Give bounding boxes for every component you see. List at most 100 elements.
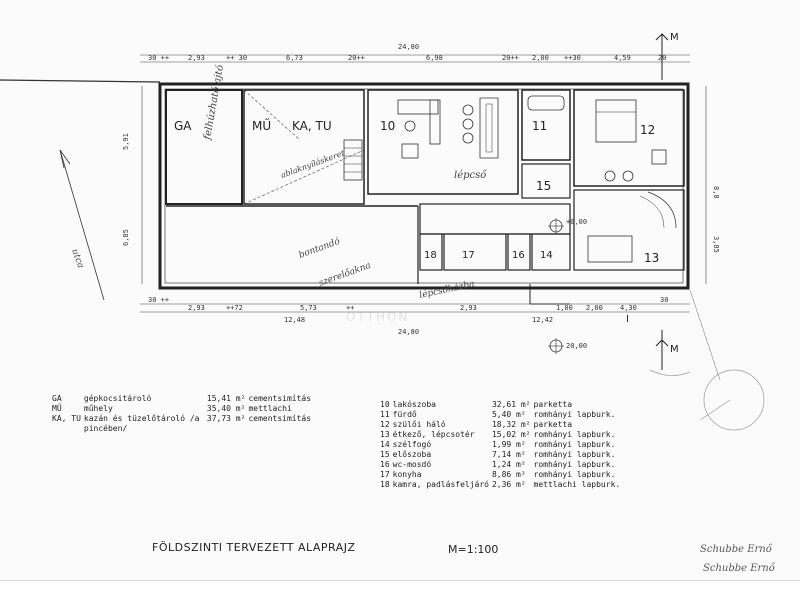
marker-m-top: M	[670, 32, 679, 43]
dim-bottom-4: ++	[346, 304, 354, 312]
legend-code: 12	[380, 420, 390, 429]
legend-finish: cementsimítás	[248, 394, 312, 403]
legend-name: konyha	[392, 470, 422, 479]
bedroom-room: 12	[573, 89, 685, 187]
legend-area: 37,73 m²	[206, 414, 246, 423]
signature-2: Schubbe Ernő	[703, 563, 775, 574]
level-lower-text: 20,00	[566, 342, 587, 350]
legend-area: 18,32 m²	[491, 420, 531, 429]
level-marker-lower: 20,00	[548, 338, 587, 354]
bottom-dimension-chain: 30 ++ 2,93 ++72 5,73 ++ 2,93 1,00 12,42 …	[140, 296, 690, 336]
legend-area: 1,99 m²	[491, 440, 526, 449]
legend-code: GA	[52, 394, 62, 403]
legend-area: 1,24 m²	[491, 460, 526, 469]
hand-note-3: lépcsőházba	[418, 279, 475, 301]
level-mark: +0,00	[566, 218, 587, 226]
legend-code: 10	[380, 400, 390, 409]
legend-finish: cementsimítás	[248, 414, 312, 423]
room-label-12: 12	[640, 123, 655, 137]
legend-code: 17	[380, 470, 390, 479]
dim-top-9: 4,59	[614, 54, 631, 62]
dining-room: 13	[573, 189, 685, 271]
hand-note-1: bontandó	[297, 236, 342, 261]
hand-stair-note: lépcső	[454, 170, 487, 181]
right-dimensions: 8,8 3,85	[705, 86, 720, 284]
workshop-room: MŰ KA, TU	[243, 89, 365, 205]
legend-finish: romhányi lapburk.	[533, 440, 616, 449]
legend-name: gépkocsitároló	[83, 394, 152, 403]
legend-finish: romhányi lapburk.	[533, 460, 616, 469]
top-dimension-chain: 30 ++ 2,93 ++ 30 6,73 20++ 6,98 20++ 2,0…	[140, 43, 690, 63]
section-marker-bottom: M	[655, 330, 679, 370]
dim-bottom-total: 24,80	[398, 328, 419, 336]
legend-area: 7,14 m²	[491, 450, 526, 459]
dim-bottom-7: 12,42	[532, 316, 553, 324]
legend-code: 13	[380, 430, 390, 439]
room-label-13: 13	[644, 251, 659, 265]
dim-top-3: 6,73	[286, 54, 303, 62]
legend-finish: mettlachi	[248, 404, 292, 413]
legend-name: kazán és tüzelőtároló /a pincében/	[83, 414, 200, 433]
legend-left-row: GA gépkocsitároló 15,41 m² cementsimítás	[52, 394, 314, 404]
room-label-10: 10	[380, 119, 395, 133]
room-label-17: 17	[462, 250, 475, 261]
hall-room: 15	[521, 163, 571, 199]
left-dimensions: 5,91 6,85	[122, 86, 143, 284]
legend-finish: romhányi lapburk.	[533, 450, 616, 459]
room-label-14: 14	[540, 250, 553, 261]
legend-area: 8,86 m²	[491, 470, 526, 479]
legend-name: étkező, lépcsotér	[392, 430, 475, 439]
drawing-sheet	[0, 580, 800, 581]
legend-area: 32,61 m²	[491, 400, 531, 409]
dim-bottom-2: ++72	[226, 304, 243, 312]
dim-bottom-5: 2,93	[460, 304, 477, 312]
legend-finish: romhányi lapburk.	[533, 430, 616, 439]
landscape-sketch	[649, 289, 765, 431]
marker-m-bottom: M	[670, 344, 679, 355]
legend-finish: parketta	[533, 400, 573, 409]
dim-bottom-8: 2,00	[586, 304, 603, 312]
room-label-11: 11	[532, 119, 547, 133]
legend-code: 16	[380, 460, 390, 469]
dim-top-7: 2,00	[532, 54, 549, 62]
section-marker-top: M	[655, 32, 679, 80]
legend-name: kamra, padlásfeljáró	[392, 480, 489, 489]
plan-title: FÖLDSZINTI TERVEZETT ALAPRAJZ	[152, 541, 356, 554]
room-label-mu: MŰ	[252, 118, 271, 133]
dim-top-2: ++ 30	[226, 54, 247, 62]
legend-area: 2,36 m²	[491, 480, 526, 489]
legend-finish: mettlachi lapburk.	[533, 480, 621, 489]
legend-finish: romhányi lapburk.	[533, 410, 616, 419]
legend-name: előszoba	[392, 450, 432, 459]
legend-area: 5,40 m²	[491, 410, 526, 419]
dim-bottom-sub: 12,48	[284, 316, 305, 324]
dim-top-5: 6,98	[426, 54, 443, 62]
dim-bottom-3: 5,73	[300, 304, 317, 312]
plan-scale: M=1:100	[448, 543, 499, 556]
legend-code: 14	[380, 440, 390, 449]
room-label-ga: GA	[174, 119, 192, 133]
dim-bottom-9: 4,30	[620, 304, 637, 312]
dim-left-1: 6,85	[122, 229, 130, 246]
street-label: utca	[69, 248, 85, 270]
dim-top-0: 30 ++	[148, 54, 169, 62]
garage-room: GA	[165, 89, 243, 205]
dim-top-8: ++30	[564, 54, 581, 62]
dim-bottom-1: 2,93	[188, 304, 205, 312]
dim-top-4: 20++	[348, 54, 365, 62]
dim-bottom-0: 30 ++	[148, 296, 169, 304]
room-label-16: 16	[512, 250, 525, 261]
watermark: OTTHON	[346, 310, 410, 324]
legend-code: 18	[380, 480, 390, 489]
